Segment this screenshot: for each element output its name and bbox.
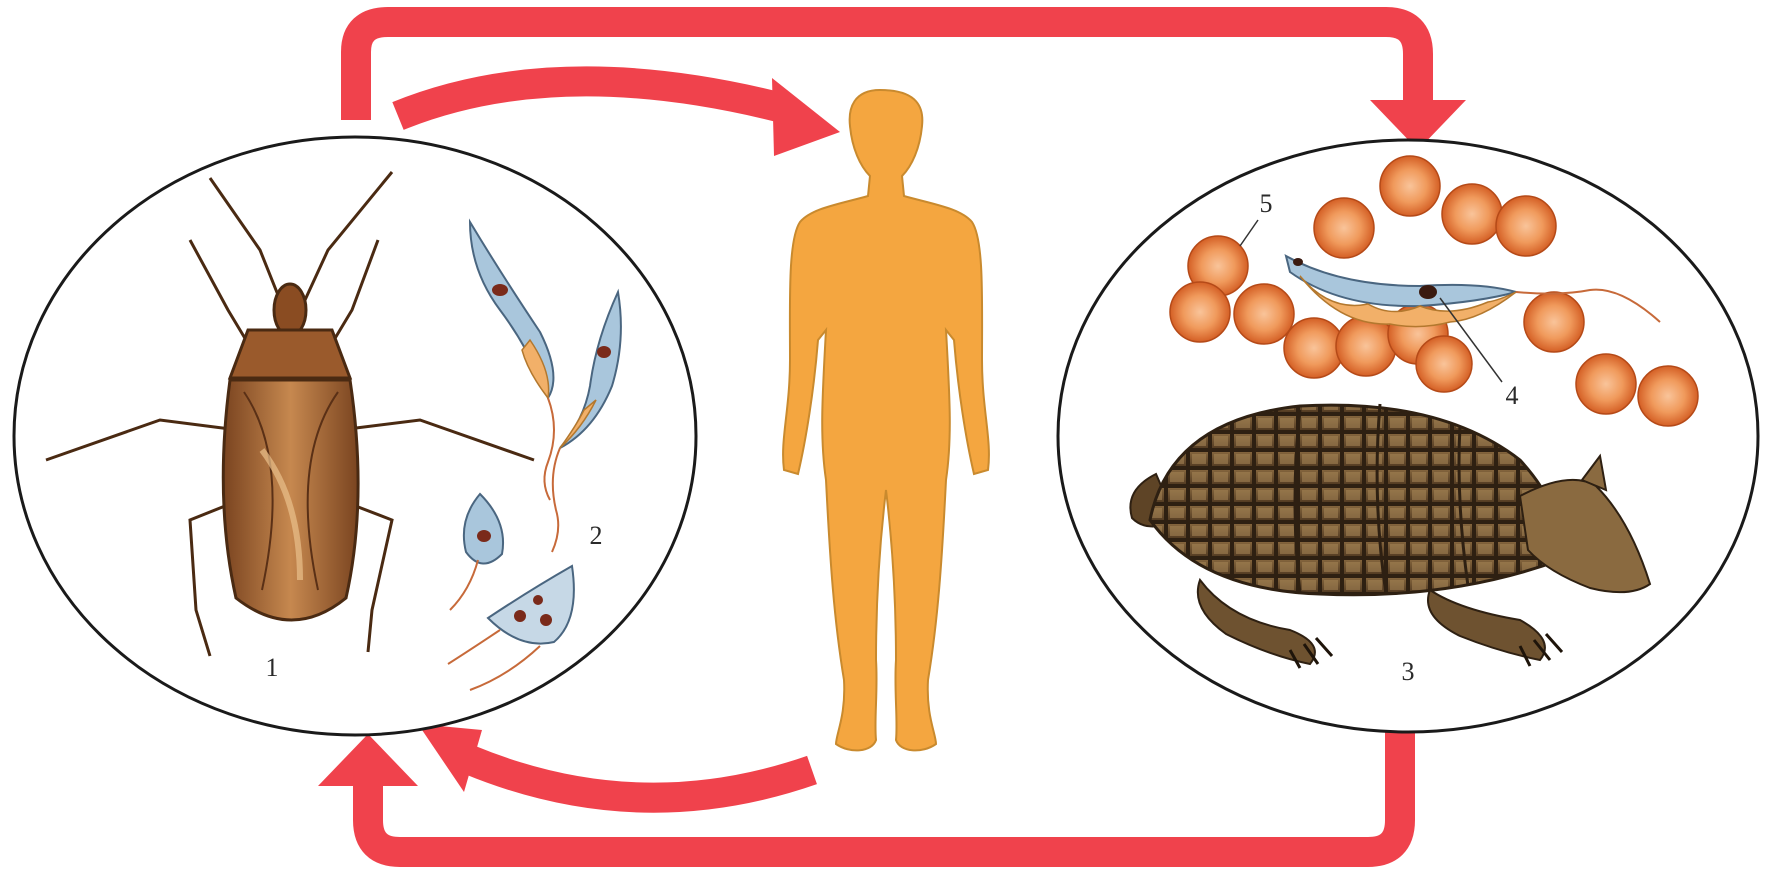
red-blood-cell-icon <box>1442 184 1502 244</box>
label-reservoir-host: 3 <box>1402 657 1415 686</box>
red-blood-cell-icon <box>1524 292 1584 352</box>
arrow-bug-to-human-head <box>772 78 840 156</box>
red-blood-cell-icon <box>1380 156 1440 216</box>
arrow-bug-to-human-shaft <box>398 81 790 116</box>
red-blood-cell-icon <box>1170 282 1230 342</box>
human-silhouette-icon <box>783 90 989 750</box>
label-blood-trypanosome: 4 <box>1506 381 1519 410</box>
red-blood-cell-icon <box>1314 198 1374 258</box>
arrow-reservoir-to-bug-head <box>318 734 418 786</box>
red-blood-cell-icon <box>1284 318 1344 378</box>
label-red-blood-cell: 5 <box>1260 189 1273 218</box>
vector-panel: 1 <box>14 137 696 735</box>
arrow-human-to-bug-head <box>418 724 482 792</box>
red-blood-cell-icon <box>1336 316 1396 376</box>
red-blood-cell-icon <box>1496 196 1556 256</box>
red-blood-cell-icon <box>1638 366 1698 426</box>
reservoir-panel: 5 4 3 <box>1058 140 1758 732</box>
red-blood-cell-icon <box>1576 354 1636 414</box>
label-vector-insect: 1 <box>266 653 279 682</box>
red-blood-cell-icon <box>1234 284 1294 344</box>
arrow-human-to-bug-shaft <box>470 760 812 798</box>
red-blood-cell-icon <box>1416 336 1472 392</box>
label-trypanosome-forms: 2 <box>590 521 603 550</box>
